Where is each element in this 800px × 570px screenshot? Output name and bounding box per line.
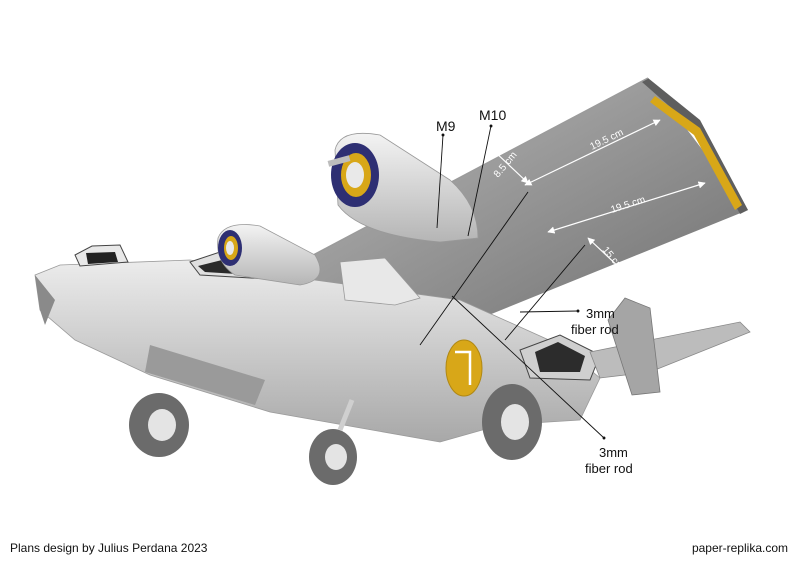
label-m10: M10	[479, 107, 506, 123]
vertical-fin	[607, 297, 661, 396]
hull-step	[145, 345, 265, 405]
engine-nacelle-right	[327, 132, 479, 243]
footer-site: paper-replika.com	[691, 541, 788, 555]
footer-credit: Plans design by Julius Perdana 2023	[10, 541, 208, 555]
label-rod-lower-2: fiber rod	[585, 461, 633, 476]
engine-nacelle-left	[217, 224, 321, 286]
dimension-lines	[492, 119, 706, 271]
insignia-roundel	[445, 339, 483, 397]
label-rod-upper-1: 3mm	[586, 306, 615, 321]
label-rod-lower-1: 3mm	[599, 445, 628, 460]
tail	[589, 297, 751, 396]
propeller-hub-icon	[327, 155, 351, 167]
landing-gear	[129, 384, 542, 485]
label-m9: M9	[436, 118, 456, 134]
wing-tip-rib	[650, 96, 742, 210]
leader-lines	[419, 124, 606, 440]
label-rod-upper-2: fiber rod	[571, 322, 619, 337]
